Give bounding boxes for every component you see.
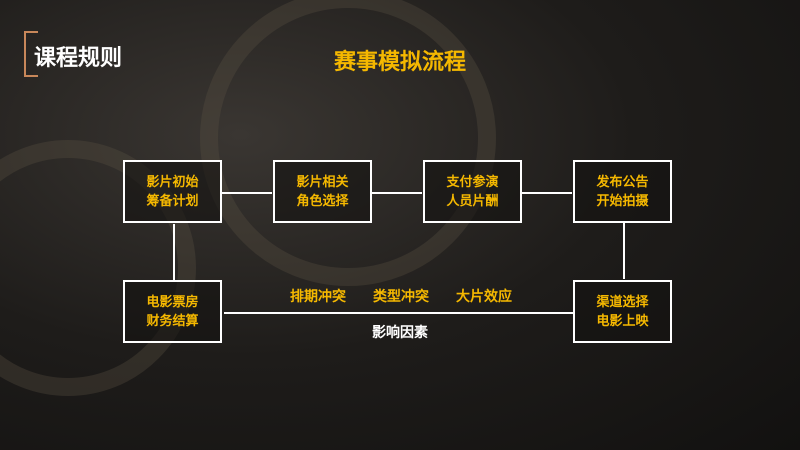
connector-arrow bbox=[173, 224, 175, 280]
step-box: 渠道选择电影上映 bbox=[573, 280, 672, 343]
step-box: 影片相关角色选择 bbox=[273, 160, 372, 223]
factor-label: 排期冲突 bbox=[290, 289, 346, 305]
step-text: 影片相关 bbox=[296, 174, 349, 190]
factor-label: 类型冲突 bbox=[373, 289, 429, 305]
step-text: 影片初始 bbox=[146, 174, 199, 190]
title-bracket bbox=[24, 31, 38, 77]
step-text: 筹备计划 bbox=[146, 193, 199, 209]
step-box: 影片初始筹备计划 bbox=[123, 160, 222, 223]
step-box: 电影票房财务结算 bbox=[123, 280, 222, 343]
connector-arrow bbox=[623, 223, 625, 279]
step-text: 角色选择 bbox=[296, 193, 349, 209]
step-text: 渠道选择 bbox=[596, 294, 649, 310]
step-text: 开始拍摄 bbox=[596, 193, 649, 209]
factor-label: 大片效应 bbox=[456, 289, 512, 305]
connector-arrow bbox=[522, 192, 572, 194]
film-reel-decoration bbox=[200, 0, 496, 286]
slide-title: 赛事模拟流程 bbox=[333, 50, 466, 75]
connector-arrow bbox=[372, 192, 422, 194]
step-text: 财务结算 bbox=[146, 313, 199, 329]
step-text: 支付参演 bbox=[446, 174, 499, 190]
step-text: 电影票房 bbox=[146, 294, 199, 310]
step-box: 支付参演人员片酬 bbox=[423, 160, 522, 223]
factors-caption: 影响因素 bbox=[372, 325, 428, 341]
connector-arrow bbox=[224, 312, 573, 314]
step-box: 发布公告开始拍摄 bbox=[573, 160, 672, 223]
step-text: 电影上映 bbox=[596, 313, 649, 329]
section-title: 课程规则 bbox=[34, 46, 123, 71]
step-text: 发布公告 bbox=[596, 174, 649, 190]
step-text: 人员片酬 bbox=[446, 193, 499, 209]
connector-arrow bbox=[222, 192, 272, 194]
